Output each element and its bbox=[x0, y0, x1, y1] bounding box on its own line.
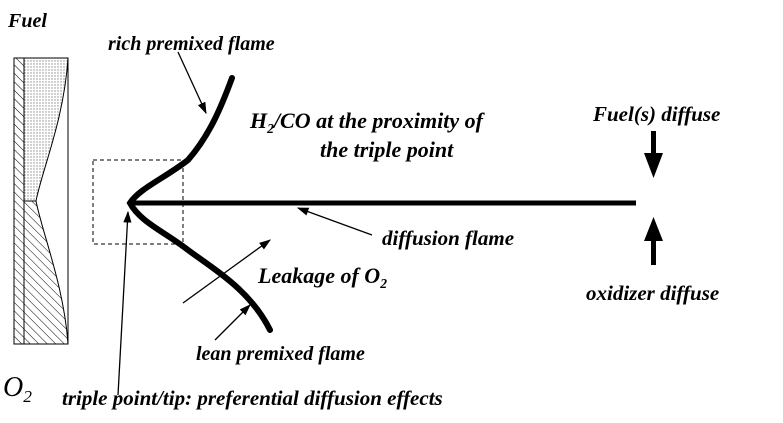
fuel-region bbox=[23, 57, 69, 202]
arrow-up-icon bbox=[644, 217, 663, 265]
leakage-o2-label: Leakage of O2 bbox=[258, 263, 387, 291]
rich-premixed-flame-label: rich premixed flame bbox=[108, 33, 275, 55]
lean-premixed-flame-label: lean premixed flame bbox=[196, 343, 365, 365]
lean-flame-pointer bbox=[214, 304, 251, 341]
oxidizer-diffuse-label: oxidizer diffuse bbox=[586, 281, 720, 305]
h2co-label-line2: the triple point bbox=[320, 137, 454, 162]
leakage-arrow bbox=[182, 239, 271, 304]
triple-point-pointer bbox=[117, 210, 132, 396]
diffusion-flame-pointer bbox=[296, 207, 373, 236]
wall-hatch bbox=[13, 57, 25, 345]
o2-label: O2 bbox=[3, 372, 32, 407]
fuel-label: Fuel bbox=[8, 10, 47, 32]
triple-point-label: triple point/tip: preferential diffusion… bbox=[62, 386, 443, 410]
arrow-down-icon bbox=[644, 131, 663, 178]
triple-point-box bbox=[92, 159, 184, 245]
mixing-layer-strip bbox=[13, 57, 69, 345]
h2co-label: H2/CO at the proximity of bbox=[250, 108, 483, 136]
diffusion-flame-label: diffusion flame bbox=[382, 226, 515, 250]
rich-flame-pointer bbox=[177, 51, 207, 115]
oxidizer-region bbox=[23, 200, 69, 345]
fuels-diffuse-label: Fuel(s) diffuse bbox=[593, 102, 721, 126]
